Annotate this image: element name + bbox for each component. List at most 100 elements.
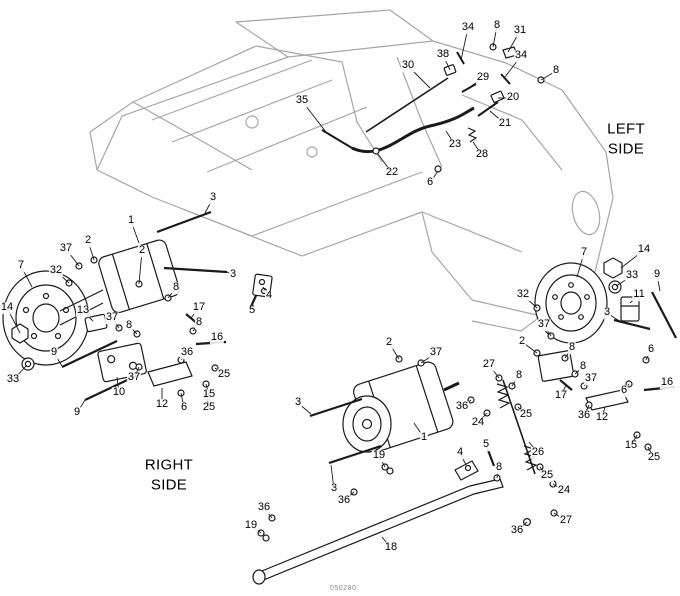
bolt-34-upper — [456, 51, 465, 65]
callout-37: 37 — [583, 372, 599, 385]
callout-6: 6 — [619, 384, 629, 397]
clevis-20 — [490, 90, 505, 103]
callout-16: 16 — [659, 376, 675, 389]
axle-nut-icon — [603, 257, 623, 279]
callout-16: 16 — [209, 331, 225, 344]
callout-8: 8 — [494, 461, 504, 474]
callout-3: 3 — [208, 191, 218, 204]
callout-19: 19 — [243, 519, 259, 532]
callout-2: 2 — [83, 234, 93, 247]
callout-11: 11 — [632, 288, 646, 301]
center-motor-assembly — [309, 355, 460, 465]
callout-33: 33 — [624, 269, 640, 282]
pushrod-assembly — [252, 449, 504, 585]
callout-8: 8 — [567, 341, 577, 354]
callout-27: 27 — [481, 358, 497, 371]
chassis-frame — [89, 9, 614, 332]
callout-21: 21 — [497, 117, 513, 130]
callout-28: 28 — [474, 148, 490, 161]
spring-28 — [467, 127, 478, 143]
axle-nut-icon — [11, 323, 29, 344]
callout-31: 31 — [512, 24, 528, 37]
callout-30: 30 — [400, 59, 416, 72]
callout-12: 12 — [154, 398, 170, 411]
callout-32: 32 — [48, 264, 64, 277]
callout-10: 10 — [111, 386, 127, 399]
callout-36: 36 — [336, 494, 352, 507]
callout-36: 36 — [256, 501, 272, 514]
motor-end-cap — [342, 395, 392, 453]
right-side-assembly — [2, 210, 273, 401]
callout-17: 17 — [553, 389, 569, 402]
callout-2: 2 — [517, 335, 527, 348]
callout-27: 27 — [558, 514, 574, 527]
callout-1: 1 — [419, 431, 429, 444]
callout-17: 17 — [191, 301, 207, 314]
callout-7: 7 — [16, 259, 26, 272]
washer-icon — [608, 280, 622, 294]
callout-8: 8 — [171, 281, 181, 294]
right-side-label: RIGHT SIDE — [144, 456, 194, 494]
steering-linkage — [321, 43, 545, 173]
rod-30 — [365, 77, 449, 133]
callout-37: 37 — [58, 242, 74, 255]
rod-35 — [321, 129, 353, 149]
motor-bolts-3 — [309, 397, 382, 465]
callout-35: 35 — [294, 94, 310, 107]
callout-29: 29 — [475, 71, 491, 84]
callout-8: 8 — [551, 64, 561, 77]
callout-36: 36 — [509, 524, 525, 537]
callout-2: 2 — [137, 244, 147, 257]
callout-3: 3 — [293, 396, 303, 409]
callout-4: 4 — [264, 289, 274, 302]
rod-26 — [502, 379, 536, 475]
bolt-34-lower — [500, 73, 511, 85]
callout-3: 3 — [602, 306, 612, 319]
callout-7: 7 — [579, 246, 589, 259]
callout-24: 24 — [556, 484, 572, 497]
callout-24: 24 — [470, 416, 486, 429]
pushrod-hardware — [257, 463, 501, 542]
pin-29 — [461, 83, 477, 93]
callout-38: 38 — [435, 48, 451, 61]
callout-36: 36 — [576, 409, 592, 422]
hydro-motor-right — [98, 239, 180, 314]
callout-23: 23 — [447, 138, 463, 151]
callout-2: 2 — [384, 336, 394, 349]
callout-15: 15 — [623, 439, 639, 452]
callout-8: 8 — [492, 19, 502, 32]
callout-9: 9 — [652, 268, 662, 281]
callout-25: 25 — [646, 451, 662, 464]
callout-25: 25 — [518, 408, 534, 421]
callout-8: 8 — [514, 369, 524, 382]
callout-34: 34 — [460, 21, 476, 34]
callout-20: 20 — [505, 91, 521, 104]
callout-37: 37 — [126, 371, 142, 384]
bracket-10 — [97, 342, 147, 383]
callout-37: 37 — [428, 346, 444, 359]
bracket-12-right — [147, 361, 193, 387]
caliper-11 — [620, 296, 640, 322]
callout-36: 36 — [179, 346, 195, 359]
callout-6: 6 — [646, 343, 656, 356]
callout-5: 5 — [247, 304, 257, 317]
callout-36: 36 — [454, 400, 470, 413]
callout-33: 33 — [5, 373, 21, 386]
left-side-label: LEFT SIDE — [607, 120, 645, 158]
motor-shaft — [443, 381, 460, 392]
callout-9: 9 — [72, 406, 82, 419]
callout-25: 25 — [216, 368, 232, 381]
callout-6: 6 — [425, 176, 435, 189]
callout-14: 14 — [636, 243, 652, 256]
link-21 — [477, 101, 499, 117]
brake-disc-left — [534, 262, 608, 344]
callout-4: 4 — [455, 446, 465, 459]
callout-13: 13 — [75, 304, 91, 317]
callout-5: 5 — [481, 438, 491, 451]
callout-3: 3 — [329, 482, 339, 495]
callout-6: 6 — [179, 401, 189, 414]
callout-25: 25 — [539, 469, 555, 482]
callout-26: 26 — [530, 446, 546, 459]
